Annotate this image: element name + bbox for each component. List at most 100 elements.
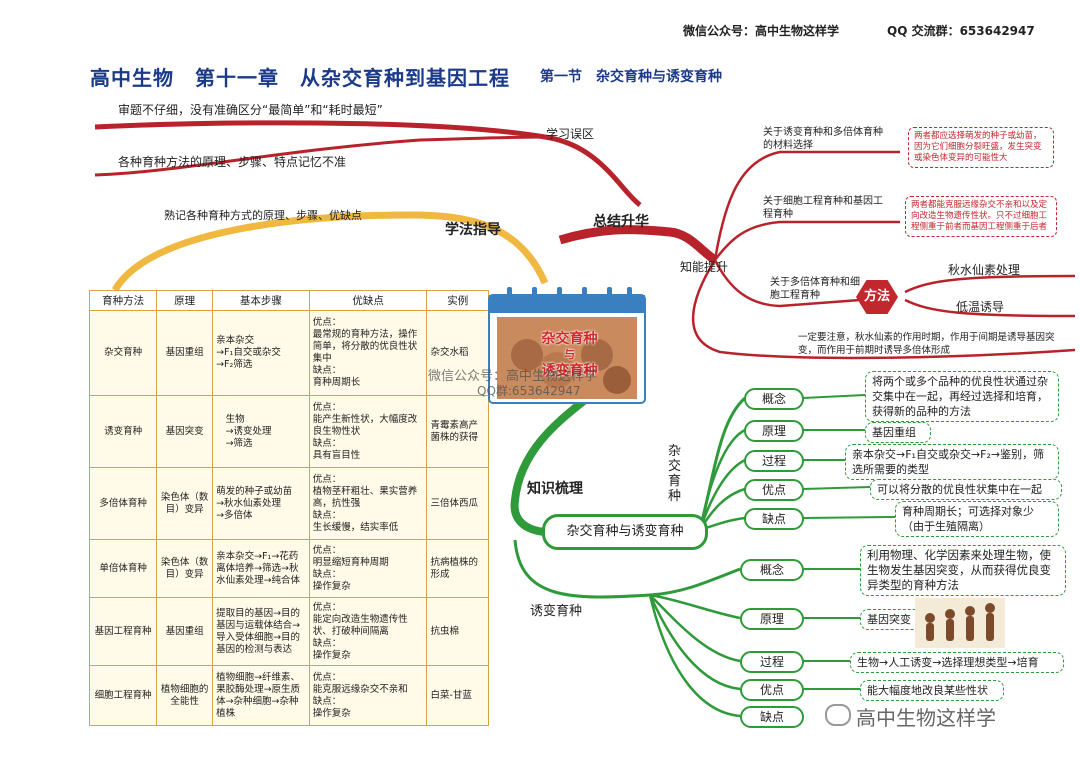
mutation-principle-desc: 基因突变 bbox=[860, 609, 926, 630]
principle-cell: 植物细胞的全能性 bbox=[156, 665, 214, 726]
method-cell: 杂交育种 bbox=[88, 310, 158, 396]
evolution-illustration bbox=[915, 598, 1005, 648]
pros-cons-cell: 优点： 植物茎秆粗壮、果实营养高，抗性强 缺点： 生长缓慢，结实率低 bbox=[308, 467, 428, 540]
mutation-pros-node: 优点 bbox=[740, 679, 804, 701]
center-title-line-3: 诱变育种 bbox=[541, 363, 598, 379]
table-row: 杂交育种基因重组亲本杂交 →F₁自交或杂交 →F₂筛选优点： 最常规的育种方法，… bbox=[88, 310, 489, 396]
ability-branch-2 bbox=[714, 220, 900, 261]
table-row: 单倍体育种染色体（数目）变异亲本杂交→F₁→花药离体培养→筛选→秋水仙素处理→纯… bbox=[88, 539, 489, 598]
steps-cell: 植物细胞→纤维素、果胶酶处理→原生质体→杂种细胞→杂种植株 bbox=[212, 665, 310, 726]
header-steps: 基本步骤 bbox=[212, 290, 310, 311]
method-branch-1 bbox=[904, 274, 1076, 294]
ability-2-title: 关于细胞工程育种和基因工程育种 bbox=[763, 196, 883, 220]
example-cell: 三倍体西瓜 bbox=[426, 467, 489, 540]
method-1: 秋水仙素处理 bbox=[948, 263, 1021, 277]
hybrid-cons-desc: 育种周期长；可选择对象少（由于生殖隔离） bbox=[895, 501, 1059, 537]
watermark-1: 微信公众号：高中生物这样学 bbox=[428, 369, 598, 384]
principle-cell: 染色体（数目）变异 bbox=[156, 539, 214, 598]
table-header-row: 育种方法 原理 基本步骤 优缺点 实例 bbox=[88, 290, 489, 311]
center-title: 杂交育种 与 诱变育种 bbox=[527, 331, 612, 379]
hybrid-process-desc: 亲本杂交→F₁自交或杂交→F₂→鉴别，筛选所需要的类型 bbox=[845, 444, 1059, 480]
steps-cell: 萌发的种子或幼苗 →秋水仙素处理 →多倍体 bbox=[212, 467, 310, 540]
steps-cell: 亲本杂交→F₁→花药离体培养→筛选→秋水仙素处理→纯合体 bbox=[212, 539, 310, 598]
center-title-line-1: 杂交育种 bbox=[541, 331, 598, 347]
mutation-process-node: 过程 bbox=[740, 651, 804, 673]
ability-3-title: 关于多倍体育种和细胞工程育种 bbox=[770, 277, 860, 301]
mistake-1: 审题不仔细，没有准确区分“最简单”和“耗时最短” bbox=[118, 103, 383, 117]
example-cell: 抗病植株的形成 bbox=[426, 539, 489, 598]
steps-cell: 提取目的基因→目的基因与运载体结合→导入受体细胞→目的基因的检测与表达 bbox=[212, 597, 310, 666]
footer-watermark: 高中生物这样学 bbox=[856, 706, 996, 730]
ability-branch-1 bbox=[713, 150, 900, 261]
header-method: 育种方法 bbox=[88, 290, 158, 311]
table-row: 细胞工程育种植物细胞的全能性植物细胞→纤维素、果胶酶处理→原生质体→杂种细胞→杂… bbox=[88, 665, 489, 726]
mistakes-branch-lower bbox=[94, 135, 546, 177]
pros-cons-cell: 优点： 最常规的育种方法，操作简单，将分散的优良性状集中 缺点： 育种周期长 bbox=[308, 310, 428, 396]
watermark-2: QQ群:653642947 bbox=[477, 384, 581, 398]
principle-cell: 染色体（数目）变异 bbox=[156, 467, 214, 540]
mutation-pros-desc: 能大幅度地改良某些性状 bbox=[860, 680, 1004, 701]
pros-cons-cell: 优点： 能克服远缘杂交不亲和 缺点： 操作复杂 bbox=[308, 665, 428, 726]
example-cell: 白菜-甘蓝 bbox=[426, 665, 489, 726]
hybrid-principle-desc: 基因重组 bbox=[865, 422, 931, 443]
hybrid-branch-2 bbox=[698, 428, 746, 531]
summary-branch bbox=[558, 225, 718, 264]
ability-1-title: 关于诱变育种和多倍体育种的材料选择 bbox=[763, 127, 883, 151]
header-principle: 原理 bbox=[156, 290, 214, 311]
pros-cons-cell: 优点： 能定向改造生物遗传性状、打破种间隔离 缺点： 操作复杂 bbox=[308, 597, 428, 666]
qq-group: QQ 交流群：653642947 bbox=[887, 24, 1035, 38]
table-row: 基因工程育种基因重组提取目的基因→目的基因与运载体结合→导入受体细胞→目的基因的… bbox=[88, 597, 489, 666]
knowledge-branch bbox=[510, 396, 588, 536]
steps-cell: 亲本杂交 →F₁自交或杂交 →F₂筛选 bbox=[212, 310, 310, 396]
knowledge-root: 杂交育种与诱变育种 bbox=[542, 514, 708, 550]
method-cell: 细胞工程育种 bbox=[88, 665, 158, 726]
section-title: 第一节 杂交育种与诱变育种 bbox=[540, 69, 722, 85]
mutation-principle-node: 原理 bbox=[740, 608, 804, 630]
method-2: 低温诱导 bbox=[956, 300, 1005, 314]
ability-branch-3 bbox=[713, 259, 861, 308]
header-example: 实例 bbox=[426, 290, 489, 311]
mutation-branch-3 bbox=[649, 594, 741, 663]
ability-1-note: 两者都应选择萌发的种子或幼苗，因为它们细胞分裂旺盛，发生突变或染色体变异的可能性… bbox=[908, 127, 1054, 168]
mutation-cons-node: 缺点 bbox=[740, 706, 804, 728]
pros-cons-cell: 优点： 明显缩短育种周期 缺点： 操作复杂 bbox=[308, 539, 428, 598]
method-cell: 单倍体育种 bbox=[88, 539, 158, 598]
table-row: 诱变育种基因突变 生物 →诱变处理 →筛选优点： 能产生新性状，大幅度改良生物性… bbox=[88, 395, 489, 468]
guide-text: 熟记各种育种方式的原理、步骤、优缺点 bbox=[164, 209, 362, 222]
hybrid-concept-desc: 将两个或多个品种的优良性状通过杂交集中在一起，再经过选择和培育，获得新的品种的方… bbox=[865, 371, 1059, 422]
mutation-branch-2 bbox=[649, 593, 741, 620]
hybrid-pros-node: 优点 bbox=[744, 479, 804, 501]
wechat-icon bbox=[825, 704, 851, 726]
hybrid-concept-node: 概念 bbox=[744, 388, 804, 410]
knowledge-label: 知识梳理 bbox=[527, 481, 583, 497]
hybrid-cons-node: 缺点 bbox=[744, 508, 804, 530]
ability-branch-4 bbox=[691, 259, 1076, 360]
calendar-icon bbox=[488, 287, 646, 404]
mistakes-label: 学习误区 bbox=[546, 127, 595, 141]
ability-2-note: 两者都能克服远缘杂交不亲和以及定向改造生物遗传性状。只不过细胞工程侧重于前者而基… bbox=[905, 196, 1057, 237]
header-pros-cons: 优缺点 bbox=[308, 290, 428, 311]
method-cell: 基因工程育种 bbox=[88, 597, 158, 666]
example-cell: 抗虫棉 bbox=[426, 597, 489, 666]
principle-cell: 基因突变 bbox=[156, 395, 214, 468]
guide-branch bbox=[111, 211, 549, 292]
ability-note: 一定要注意，秋水仙素的作用时期，作用于间期是诱导基因突变，而作用于前期时诱导多倍… bbox=[798, 332, 1055, 356]
mutation-branch-4 bbox=[648, 594, 741, 691]
method-branch-2 bbox=[904, 298, 1076, 318]
principle-cell: 基因重组 bbox=[156, 597, 214, 666]
hybrid-pros-desc: 可以将分散的优良性状集中在一起 bbox=[870, 479, 1062, 500]
pros-cons-cell: 优点： 能产生新性状，大幅度改良生物性状 缺点： 具有盲目性 bbox=[308, 395, 428, 468]
example-cell: 青霉素高产菌株的获得 bbox=[426, 395, 489, 468]
summary-label: 总结升华 bbox=[593, 214, 649, 230]
method-cell: 多倍体育种 bbox=[88, 467, 158, 540]
center-title-line-2: 与 bbox=[564, 348, 575, 361]
ability-label: 知能提升 bbox=[680, 260, 729, 274]
method-cell: 诱变育种 bbox=[88, 395, 158, 468]
mistakes-branch bbox=[94, 120, 642, 207]
mutation-branch-5 bbox=[648, 594, 741, 718]
hybrid-process-node: 过程 bbox=[744, 450, 804, 472]
steps-cell: 生物 →诱变处理 →筛选 bbox=[212, 395, 310, 468]
mutation-label: 诱变育种 bbox=[530, 604, 583, 619]
mutation-process-desc: 生物→人工诱变→选择理想类型→培育 bbox=[850, 652, 1064, 673]
mistake-2: 各种育种方法的原理、步骤、特点记忆不准 bbox=[118, 155, 347, 169]
